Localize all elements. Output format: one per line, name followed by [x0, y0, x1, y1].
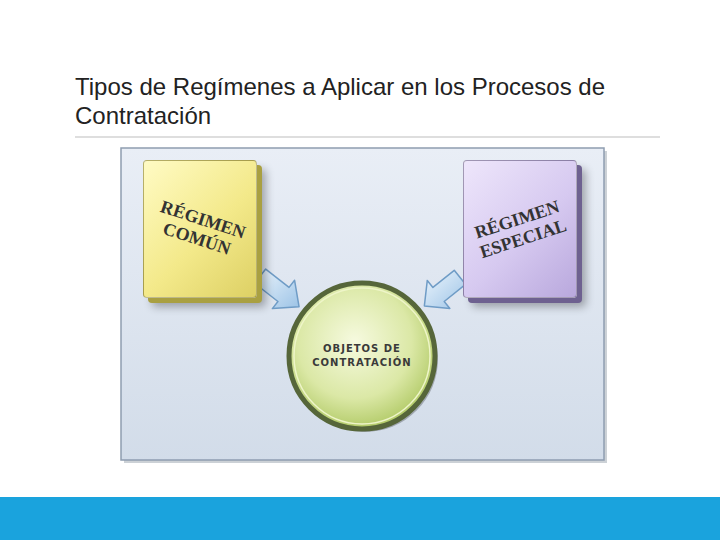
block-arrow [255, 269, 299, 309]
regime-box: RÉGIMEN COMÚN [143, 160, 257, 298]
circle-outline [286, 280, 438, 432]
block-arrow [424, 270, 465, 308]
footer-bar [0, 497, 720, 540]
title-box: Tipos de Regímenes a Aplicar en los Proc… [75, 72, 655, 130]
node-label: RÉGIMEN ESPECIAL [470, 196, 570, 262]
title-rule [75, 137, 660, 138]
target-circle: OBJETOS DE CONTRATACIÓN [286, 280, 438, 432]
node-label: OBJETOS DE CONTRATACIÓN [303, 342, 421, 370]
picture-frame [121, 148, 604, 460]
slide-title: Tipos de Regímenes a Aplicar en los Proc… [75, 72, 655, 130]
node-label: RÉGIMEN COMÚN [150, 196, 250, 262]
regime-box: RÉGIMEN ESPECIAL [463, 160, 577, 298]
